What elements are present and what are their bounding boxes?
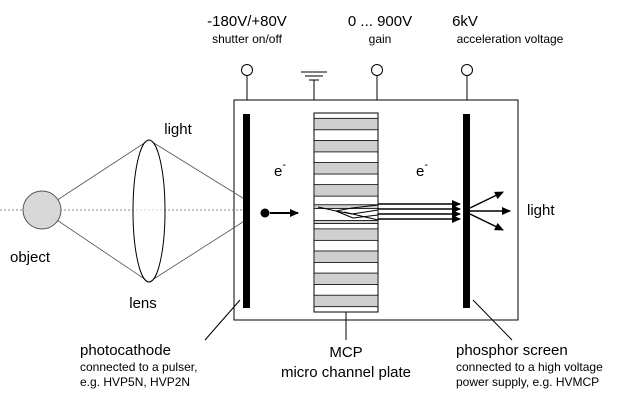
- electron-right-label: e-: [416, 159, 428, 180]
- photocathode-line1: connected to a pulser,: [80, 360, 197, 374]
- accel-caption: acceleration voltage: [457, 32, 564, 46]
- mcp-channel-wall: [313, 184, 379, 197]
- object-circle: [22, 190, 62, 230]
- mcp-channel-wall: [313, 228, 379, 241]
- phosphor-title: phosphor screen: [456, 342, 568, 359]
- lens-label: lens: [129, 295, 157, 312]
- light-in-label: light: [164, 121, 192, 138]
- mcp-channel-wall: [313, 294, 379, 308]
- photocathode-leader: [204, 299, 241, 341]
- electron-cascade: [317, 204, 379, 221]
- phosphor-line1: connected to a high voltage: [456, 360, 603, 374]
- shutter-voltage-label: -180V/+80V: [207, 13, 287, 30]
- photocathode-title: photocathode: [80, 342, 171, 359]
- shutter-caption: shutter on/off: [212, 32, 282, 46]
- mcp-subtitle: micro channel plate: [281, 364, 411, 381]
- accel-voltage-label: 6kV: [452, 13, 478, 30]
- gain-voltage-label: 0 ... 900V: [348, 13, 412, 30]
- electron-left-label: e-: [274, 159, 286, 180]
- phosphor-leader: [472, 299, 513, 341]
- lens: [132, 139, 166, 283]
- phosphor-line2: power supply, e.g. HVMCP: [456, 375, 599, 389]
- phosphor-screen-plate: [463, 114, 470, 308]
- light-cone: [41, 139, 247, 283]
- mcp-channel-wall: [313, 140, 379, 153]
- output-light-rays: [469, 191, 511, 231]
- electron-dot: [260, 208, 270, 218]
- photocathode-line2: e.g. HVP5N, HVP2N: [80, 375, 190, 389]
- mcp-channel-wall: [313, 272, 379, 285]
- shutter-terminal: [241, 64, 253, 100]
- gain-caption: gain: [369, 32, 392, 46]
- mcp-channel-wall: [313, 219, 379, 224]
- mcp-title: MCP: [329, 344, 362, 361]
- mcp-channel-wall: [313, 162, 379, 175]
- photocathode-plate: [243, 114, 250, 308]
- mcp-channel-wall: [313, 250, 379, 263]
- amplified-electron-beam: [378, 200, 461, 223]
- mcp-channel-wall: [313, 117, 379, 131]
- mcp-channel-wall: [313, 204, 379, 209]
- object-label: object: [10, 249, 51, 266]
- light-out-label: light: [527, 202, 555, 219]
- accel-terminal: [461, 64, 473, 100]
